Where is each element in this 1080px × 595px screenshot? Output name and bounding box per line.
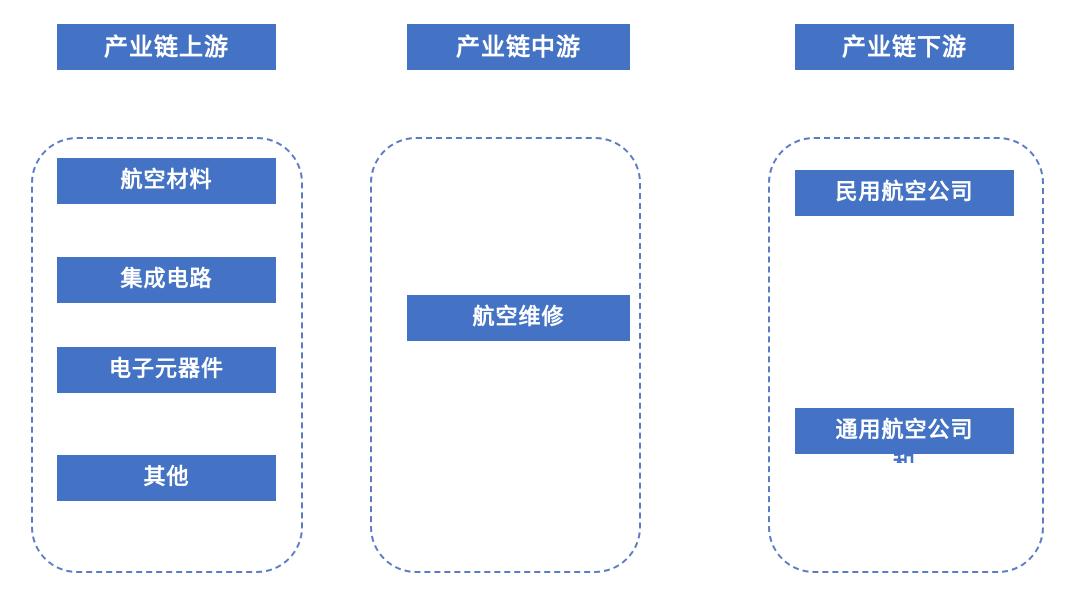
item-box-civil-aviation-company[interactable]: 民用航空公司 bbox=[795, 170, 1014, 216]
item-box-aviation-maintenance[interactable]: 航空维修 bbox=[407, 295, 630, 341]
column-header-upstream: 产业链上游 bbox=[57, 24, 276, 70]
column-container-downstream bbox=[768, 137, 1044, 573]
column-container-midstream bbox=[370, 137, 641, 573]
column-container-upstream bbox=[31, 137, 303, 573]
item-box-integrated-circuits[interactable]: 集成电路 bbox=[57, 257, 276, 303]
item-box-general-aviation-company[interactable]: 通用航空公司 和 bbox=[795, 408, 1014, 463]
column-header-midstream: 产业链中游 bbox=[407, 24, 630, 70]
item-box-general-aviation-company-overflow: 和 bbox=[795, 454, 1014, 463]
item-box-electronic-components[interactable]: 电子元器件 bbox=[57, 347, 276, 393]
item-box-other[interactable]: 其他 bbox=[57, 455, 276, 501]
item-box-aviation-materials[interactable]: 航空材料 bbox=[57, 158, 276, 204]
column-header-downstream: 产业链下游 bbox=[795, 24, 1014, 70]
item-box-general-aviation-company-label: 通用航空公司 bbox=[835, 418, 974, 443]
